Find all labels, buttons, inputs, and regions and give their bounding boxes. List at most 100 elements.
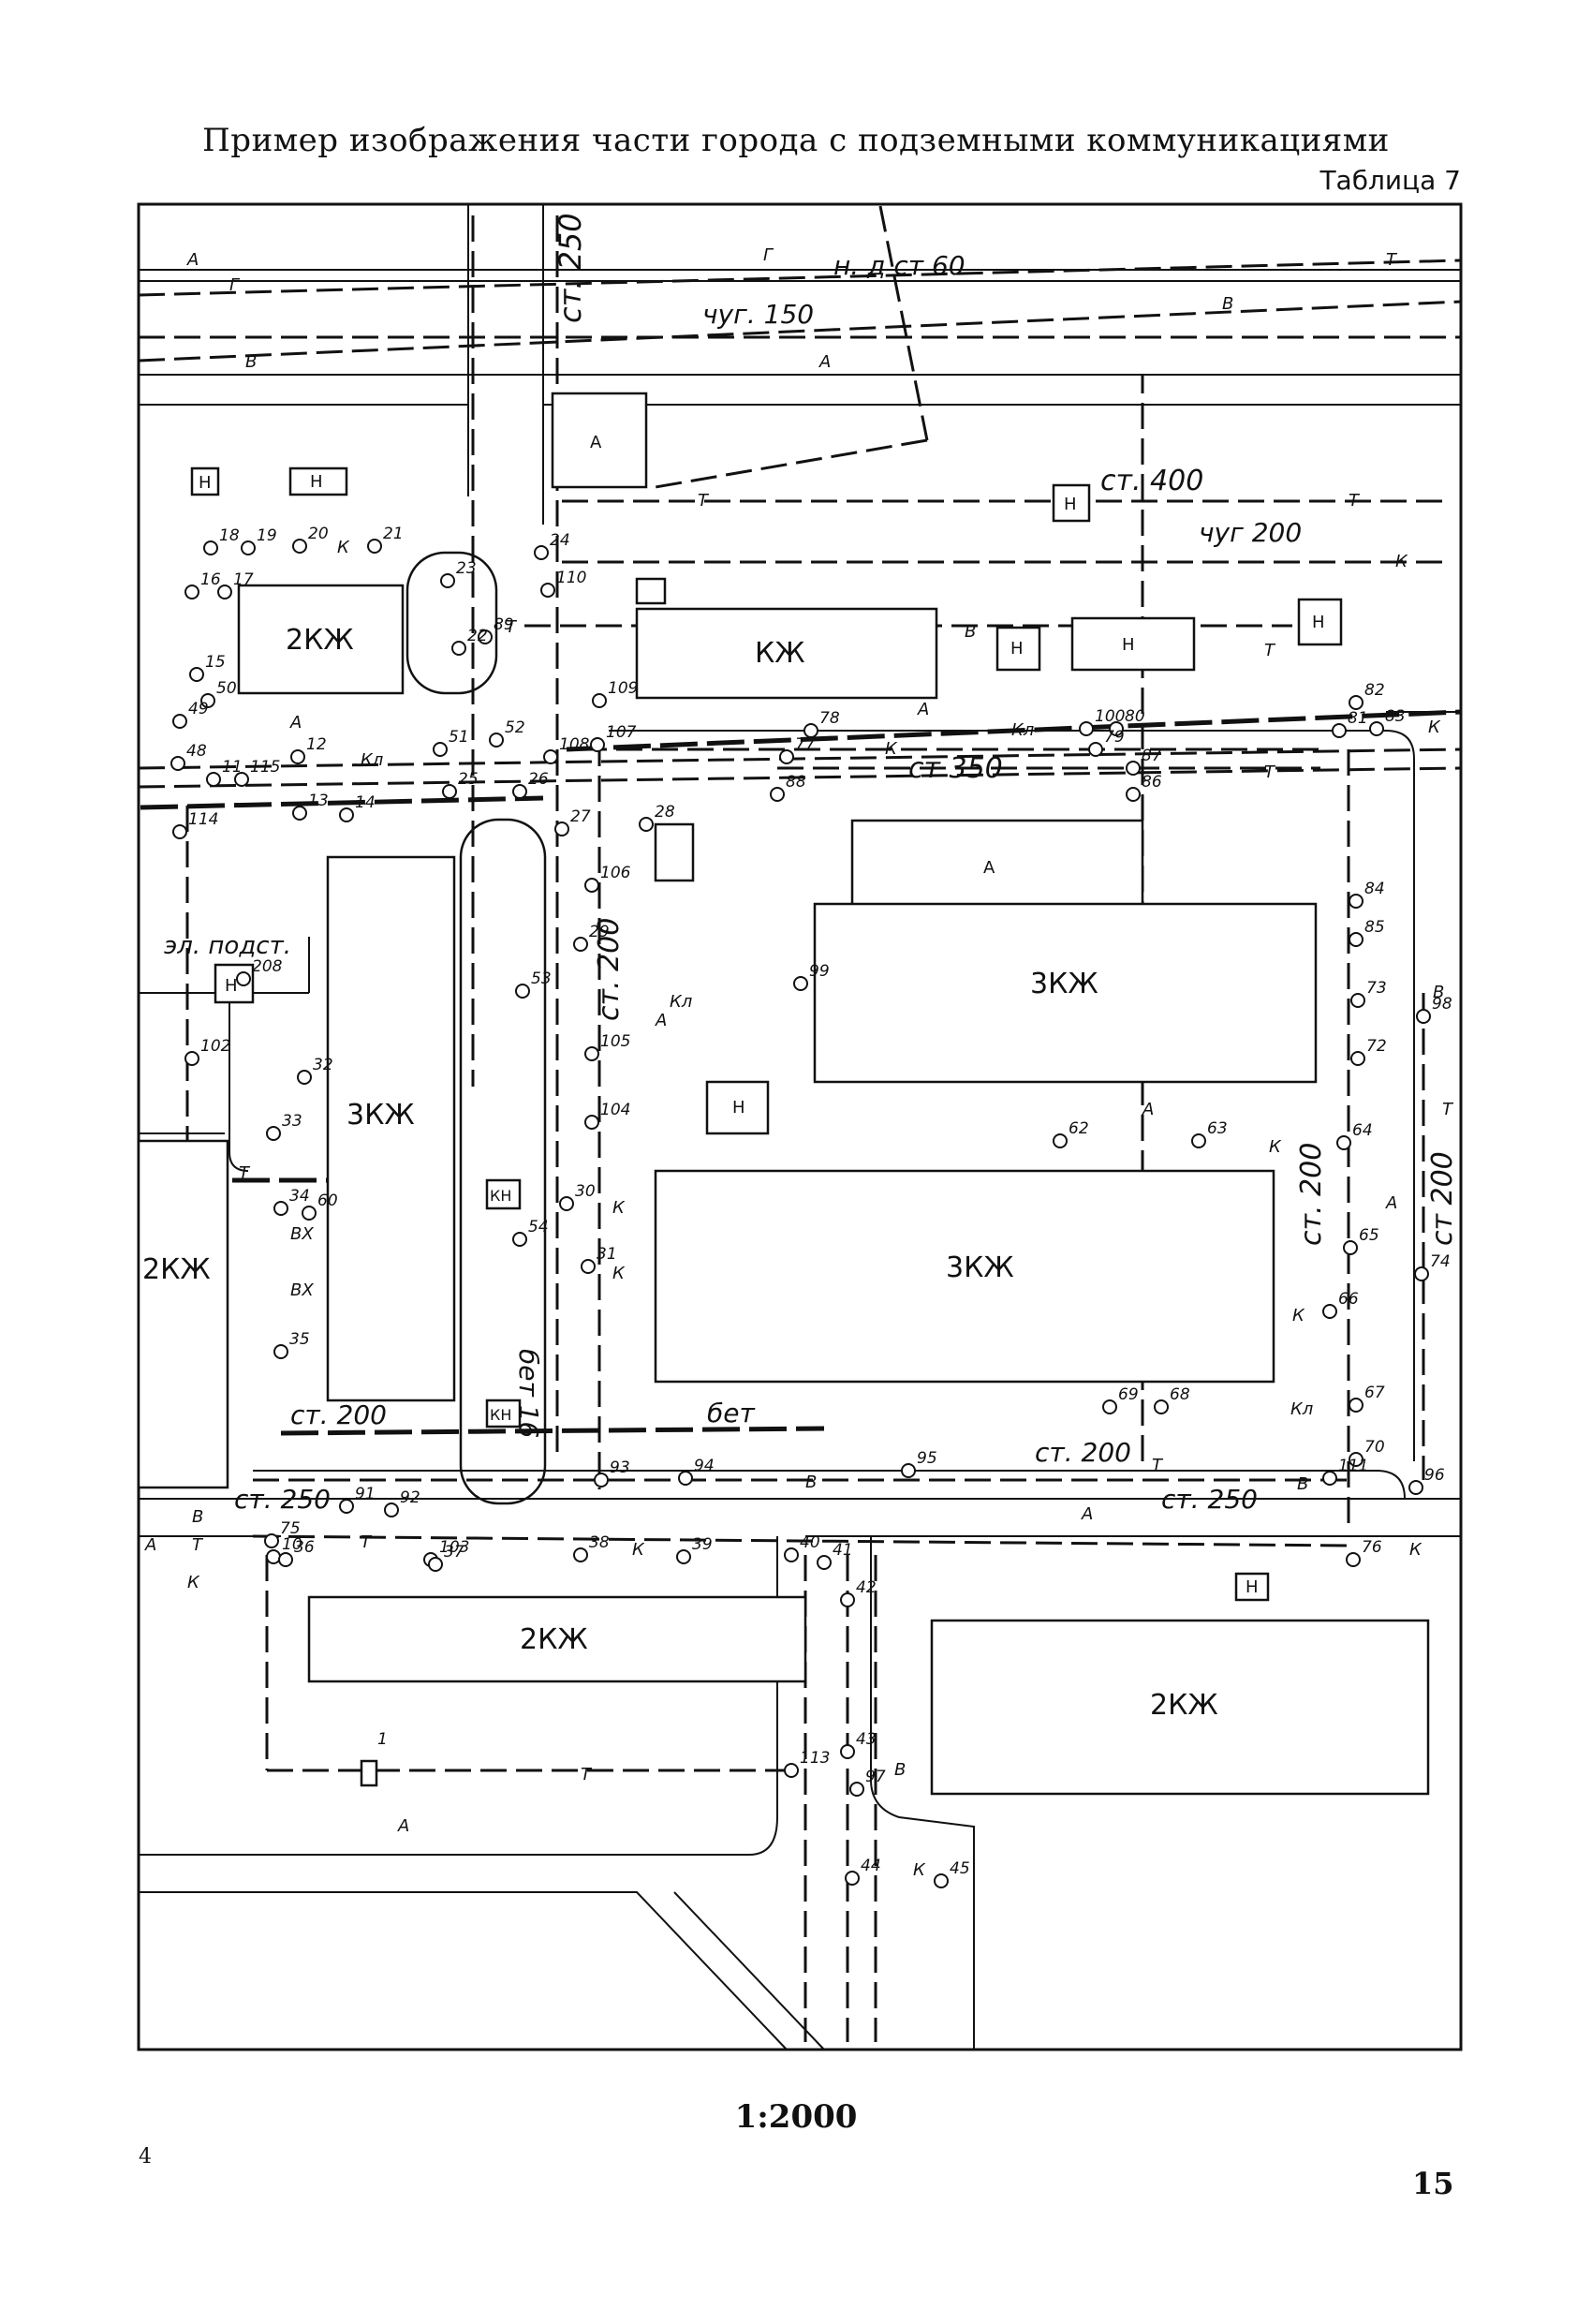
well-107-label: 107: [606, 723, 637, 742]
well-74-label: 74: [1430, 1252, 1451, 1271]
map-frame: [137, 202, 1463, 2051]
well-12-label: 12: [306, 735, 327, 754]
well-105-marker: [584, 1046, 599, 1061]
well-107-marker: [590, 737, 605, 752]
well-32-marker: [297, 1070, 312, 1085]
building-kn-1: [485, 1178, 522, 1210]
building-n-1: [1052, 483, 1091, 523]
letter-t: Т: [1264, 762, 1276, 782]
well-34-marker: [273, 1201, 288, 1216]
well-76-label: 76: [1362, 1538, 1382, 1557]
building-2kzh-4: [930, 1619, 1430, 1796]
well-94-marker: [678, 1471, 693, 1486]
letter-t: Т: [1442, 1100, 1454, 1119]
label-st200-e: ст 200: [1426, 1151, 1459, 1246]
well-10-marker: [266, 1549, 281, 1564]
building-1: [360, 1759, 378, 1787]
well-20-label: 20: [308, 525, 329, 543]
well-103-label: 103: [439, 1538, 469, 1557]
well-73-marker: [1350, 993, 1365, 1008]
letter-t: Т: [698, 491, 710, 511]
well-99-label: 99: [809, 962, 830, 981]
well-60-marker: [302, 1206, 317, 1221]
well-65-label: 65: [1359, 1226, 1379, 1245]
well-65-marker: [1343, 1240, 1358, 1255]
letter-v: В: [1297, 1474, 1308, 1494]
well-73-label: 73: [1366, 979, 1387, 998]
well-12-marker: [290, 749, 305, 764]
label-n-3: Н: [1312, 613, 1325, 632]
well-97-marker: [849, 1782, 864, 1797]
well-33-marker: [266, 1126, 281, 1141]
well-82-marker: [1349, 695, 1364, 710]
building-small-3: [654, 822, 695, 882]
well-32-label: 32: [313, 1056, 333, 1074]
utility-letters: А Г Г Т В В А Т Т К К Т В Т А Кл К К Т А…: [144, 245, 1454, 1880]
well-15-marker: [189, 667, 204, 682]
well-19-marker: [241, 540, 256, 555]
letter-v: В: [192, 1507, 203, 1527]
well-49-marker: [172, 714, 187, 729]
well-21-label: 21: [383, 525, 404, 543]
letter-a: А: [917, 700, 929, 719]
label-a-2: А: [983, 858, 995, 878]
well-67-label: 67: [1364, 1384, 1385, 1402]
well-110-marker: [540, 583, 555, 598]
well-111-label: 111: [1338, 1457, 1368, 1475]
well-19-label: 19: [257, 526, 277, 545]
letter-vx: ВХ: [290, 1224, 314, 1244]
well-67-marker: [1349, 1398, 1364, 1413]
letter-a: А: [397, 1816, 409, 1836]
well-98-label: 98: [1432, 995, 1452, 1014]
well-27-label: 27: [570, 807, 591, 826]
building-2kzh-1: [237, 584, 405, 695]
building-kzh: [635, 607, 938, 700]
letter-t: Т: [361, 1532, 373, 1552]
well-114-marker: [172, 824, 187, 839]
label-kn-2: КН: [490, 1406, 511, 1424]
letter-t: Т: [239, 1163, 251, 1183]
well-74-marker: [1414, 1266, 1429, 1281]
well-76-marker: [1346, 1552, 1361, 1567]
well-25-label: 25: [458, 770, 479, 789]
well-27-marker: [554, 822, 569, 836]
label-el-podst: эл. подст.: [164, 932, 291, 960]
label-n-2: Н: [1010, 639, 1024, 659]
well-31-marker: [581, 1259, 596, 1274]
well-36-marker: [278, 1552, 293, 1567]
well-106-label: 106: [600, 864, 631, 882]
well-23-marker: [440, 573, 455, 588]
letter-kl: Кл: [1290, 1399, 1313, 1419]
well-43-marker: [840, 1744, 855, 1759]
well-104-marker: [584, 1115, 599, 1130]
letter-k: К: [1292, 1306, 1305, 1325]
page-number-right: 15: [1412, 2166, 1454, 2201]
well-113-label: 113: [800, 1749, 830, 1768]
well-29-label: 29: [589, 923, 610, 941]
letter-a: А: [1385, 1193, 1397, 1213]
well-70-marker: [1349, 1452, 1364, 1467]
well-38-label: 38: [589, 1533, 610, 1552]
well-115-label: 115: [250, 758, 280, 777]
letter-g: Г: [763, 245, 774, 265]
well-63-marker: [1191, 1133, 1206, 1148]
well-96-marker: [1408, 1480, 1423, 1495]
building-3kzh-3: [654, 1169, 1275, 1384]
well-54-label: 54: [528, 1218, 549, 1236]
well-68-marker: [1154, 1399, 1169, 1414]
well-89-label: 89: [494, 615, 514, 634]
well-208-marker: [236, 971, 251, 986]
well-26-label: 26: [528, 770, 549, 789]
well-1-label: 1: [377, 1730, 388, 1749]
well-102-marker: [184, 1051, 199, 1066]
label-2kzh-1: 2КЖ: [286, 624, 354, 657]
well-91-marker: [339, 1499, 354, 1514]
well-81-label: 81: [1348, 709, 1368, 728]
letter-t: Т: [1349, 491, 1361, 511]
well-106-marker: [584, 878, 599, 893]
well-75-marker: [264, 1533, 279, 1548]
letter-k: К: [612, 1264, 626, 1283]
well-42-label: 42: [856, 1578, 877, 1597]
label-2kzh-2: 2КЖ: [142, 1253, 211, 1286]
